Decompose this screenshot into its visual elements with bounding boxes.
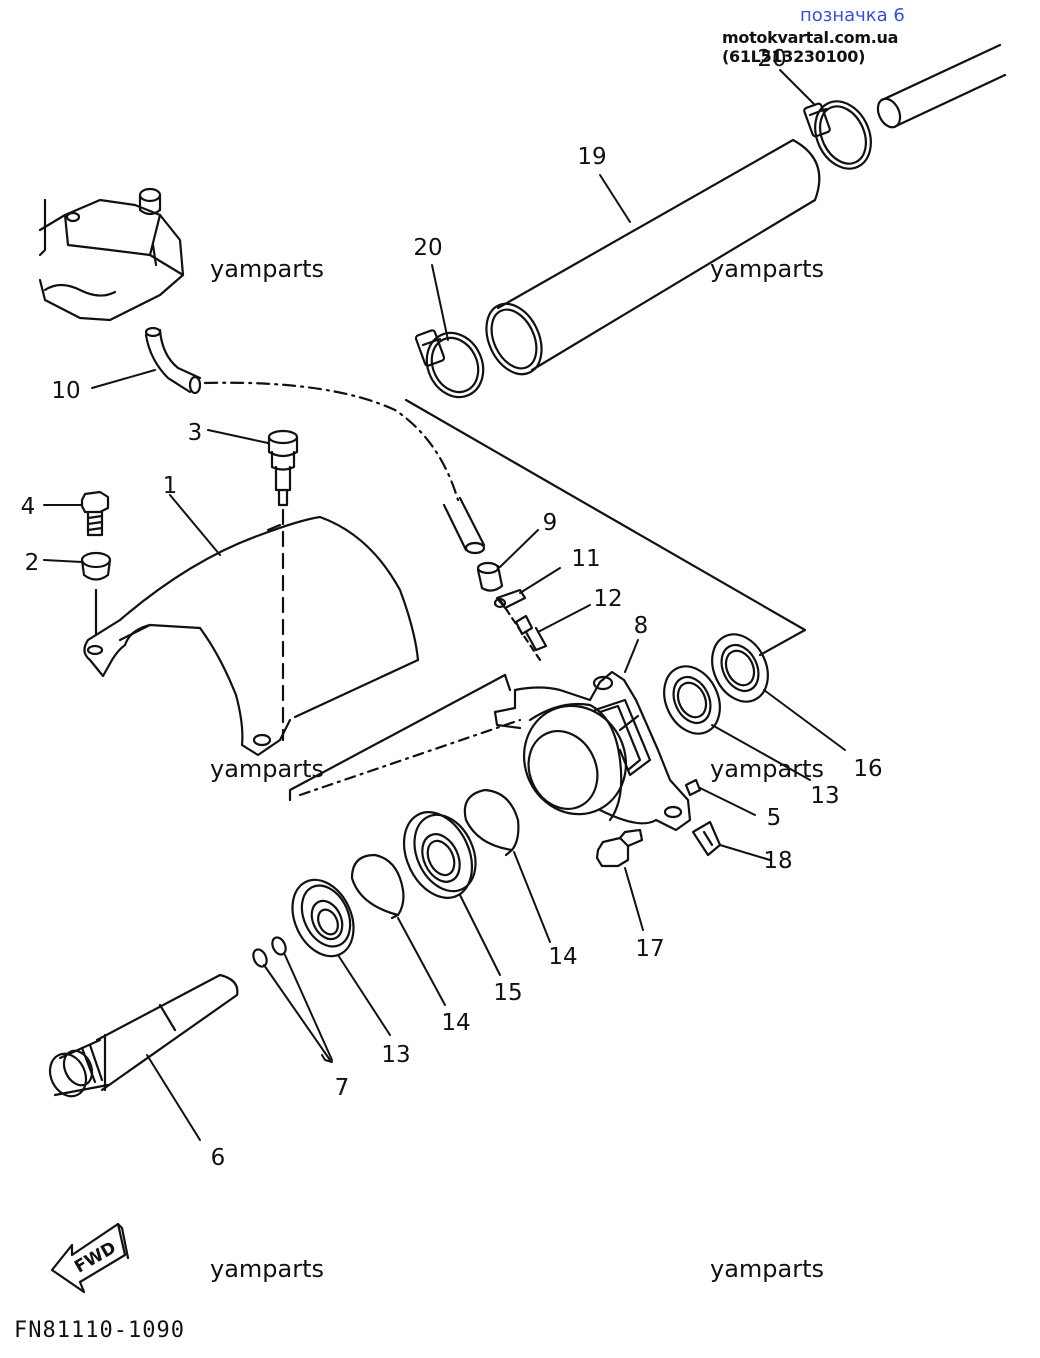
callout-12: 12 (593, 586, 622, 612)
watermark: yamparts (210, 1255, 325, 1283)
hose-clamp-top (803, 100, 872, 170)
leader-lines (43, 69, 846, 1141)
bearing-housing (493, 670, 692, 832)
callout-5: 5 (767, 805, 782, 831)
callout-11: 11 (571, 546, 600, 572)
assembly-boundary (288, 398, 807, 802)
drain-hose (144, 326, 486, 555)
watermark: yamparts (210, 755, 325, 783)
callout-20-lower: 20 (413, 235, 442, 261)
source-label: motokvartal.com.ua (61L513230100) (722, 28, 899, 66)
fittings (476, 561, 548, 662)
callout-13-upper: 13 (810, 783, 839, 809)
drive-shaft (48, 973, 239, 1098)
watermark: yamparts (710, 1255, 825, 1283)
hose-tube (485, 138, 821, 376)
callout-16: 16 (853, 756, 882, 782)
callout-20-top: 20 (757, 46, 786, 72)
watermark: yamparts (710, 255, 825, 283)
page-tag: позначка 6 (800, 5, 905, 26)
lower-bearing-and-circlips (350, 788, 520, 920)
callout-14-right: 14 (548, 944, 577, 970)
callout-13-lower: 13 (381, 1042, 410, 1068)
callout-19: 19 (577, 144, 606, 170)
shaft-end-top (876, 43, 1007, 129)
callout-10: 10 (51, 378, 80, 404)
callout-4: 4 (21, 494, 36, 520)
callout-17: 17 (635, 936, 664, 962)
callout-labels: 1 2 3 4 5 6 7 8 9 10 11 12 13 13 14 14 1… (21, 46, 883, 1171)
callout-7: 7 (335, 1075, 350, 1101)
plug-bolt (267, 429, 299, 507)
collar (80, 551, 112, 637)
hose-clamp-lower (414, 329, 485, 399)
mounting-bolt (80, 490, 110, 537)
callout-3: 3 (188, 420, 203, 446)
callout-14-left: 14 (441, 1010, 470, 1036)
o-rings (252, 936, 287, 968)
upper-bearings (663, 633, 769, 735)
oil-seal (291, 878, 355, 958)
fwd-arrow-icon: FWD (50, 1222, 130, 1294)
callout-9: 9 (543, 510, 558, 536)
shaft-cover (83, 508, 420, 757)
diagram-code: FN81110-1090 (14, 1318, 185, 1343)
callout-1: 1 (163, 473, 178, 499)
engine-block-fragment (38, 187, 185, 322)
callout-6: 6 (211, 1145, 226, 1171)
callout-18: 18 (763, 848, 792, 874)
small-hardware (595, 778, 722, 868)
callout-15: 15 (493, 980, 522, 1006)
callout-2: 2 (25, 550, 40, 576)
watermark: yamparts (210, 255, 325, 283)
callout-8: 8 (634, 613, 649, 639)
